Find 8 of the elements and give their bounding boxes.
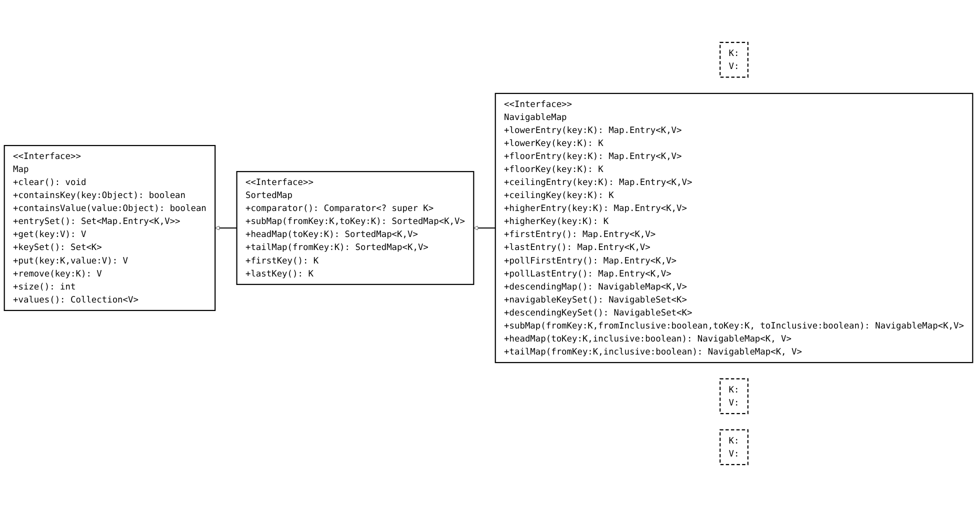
node-box: <<Interface>> SortedMap +comparator(): Comparator<? super K> +subMap(fromKey:K,toKey:K): SortedMap<K,V> +headMap(toKey:K): SortedMap<K,V> +tailMap(fromKey:K): SortedMap<K,V> +firstKey(): K +lastKey(): K: [236, 171, 474, 285]
node-box: <<Interface>> NavigableMap +lowerEntry(key:K): Map.Entry<K,V> +lowerKey(key:K): K +floorEntry(key:K): Map.Entry<K,V> +floorKey(key:K): K +ceilingEntry(key:K): Map.Entry<K,V> +ceilingKey(key:K): K +higherEntry(key:K): Map.Entry<K,V> +higherKey(key:K): K +firstEntry(): Map.Entry<K,V> +lastEntry(): Map.Entry<K,V> +pollFirstEntry(): Map.Entry<K,V> +pollLastEntry(): Map.Entry<K,V> +descendingMap(): NavigableMap<K,V> +navigableKeySet(): NavigableSet<K> +descendingKeySet(): NavigableSet<K> +subMap(fromKey:K,fromInclusive:boolean,toKey:K, toInclusive:boolean): NavigableMap<K,V> +headMap(toKey:K,inclusive:boolean): NavigableMap<K, V> +tailMap(fromKey:K,inclusive:boolean): NavigableMap<K, V>: [494, 92, 974, 364]
node-box: K: V:: [720, 42, 748, 78]
arrow: [214, 226, 237, 230]
arrow: [473, 226, 496, 230]
node-box: <<Interface>> Map +clear(): void +containsKey(key:Object): boolean +containsValue(value:Object): boolean +entrySet(): Set<Map.Entry<K,V>> +get(key:V): V +keySet(): Set<K> +put(key:K,value:V): V +remove(key:K): V +size(): int +values(): Collection<V>: [4, 144, 216, 312]
node-box: K: V:: [720, 429, 748, 466]
node-box: K: V:: [720, 378, 748, 414]
